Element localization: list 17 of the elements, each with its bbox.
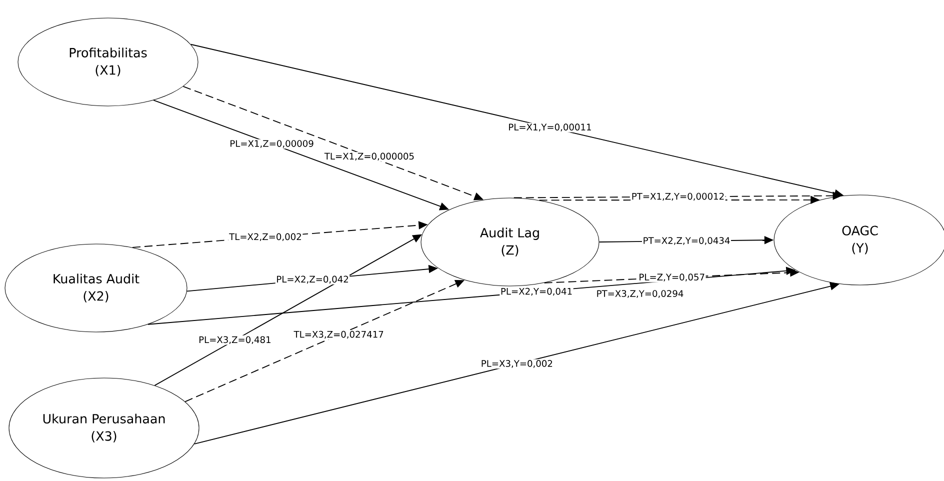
edge-label: PL=X1,Z=0,00009 xyxy=(228,139,315,149)
ellipse-node: Profitabilitas (X1) xyxy=(18,18,198,106)
path-label: PT=X3,Z,Y=0,0294 xyxy=(596,289,685,299)
edge-label: PT=X2,Z,Y=0,0434 xyxy=(642,236,732,246)
edge-label: PL=Z,Y=0,057 xyxy=(638,272,706,282)
edge-label: PL=X1,Y=0,00011 xyxy=(507,122,593,132)
edge-label: PL=X3,Y=0,002 xyxy=(480,359,554,369)
edge-label: PL=X2,Z=0,042 xyxy=(275,274,350,284)
edge-label: TL=X1,Z=0,000005 xyxy=(324,152,416,162)
ellipse-node: Kualitas Audit (X2) xyxy=(4,244,188,332)
ellipse-node: Audit Lag (Z) xyxy=(420,198,600,286)
edge-label: PT=X1,Z,Y=0,00012 xyxy=(630,192,726,202)
ellipse-node: Ukuran Perusahaan (X3) xyxy=(8,378,200,478)
edge-label: PL=X3,Z=0,481 xyxy=(198,335,272,345)
edge-label: PL=X2,Y=0,041 xyxy=(500,287,574,296)
edge-label: TL=X2,Z=0,002 xyxy=(228,232,303,242)
edge-label: TL=X3,Z=0,027417 xyxy=(292,330,385,340)
